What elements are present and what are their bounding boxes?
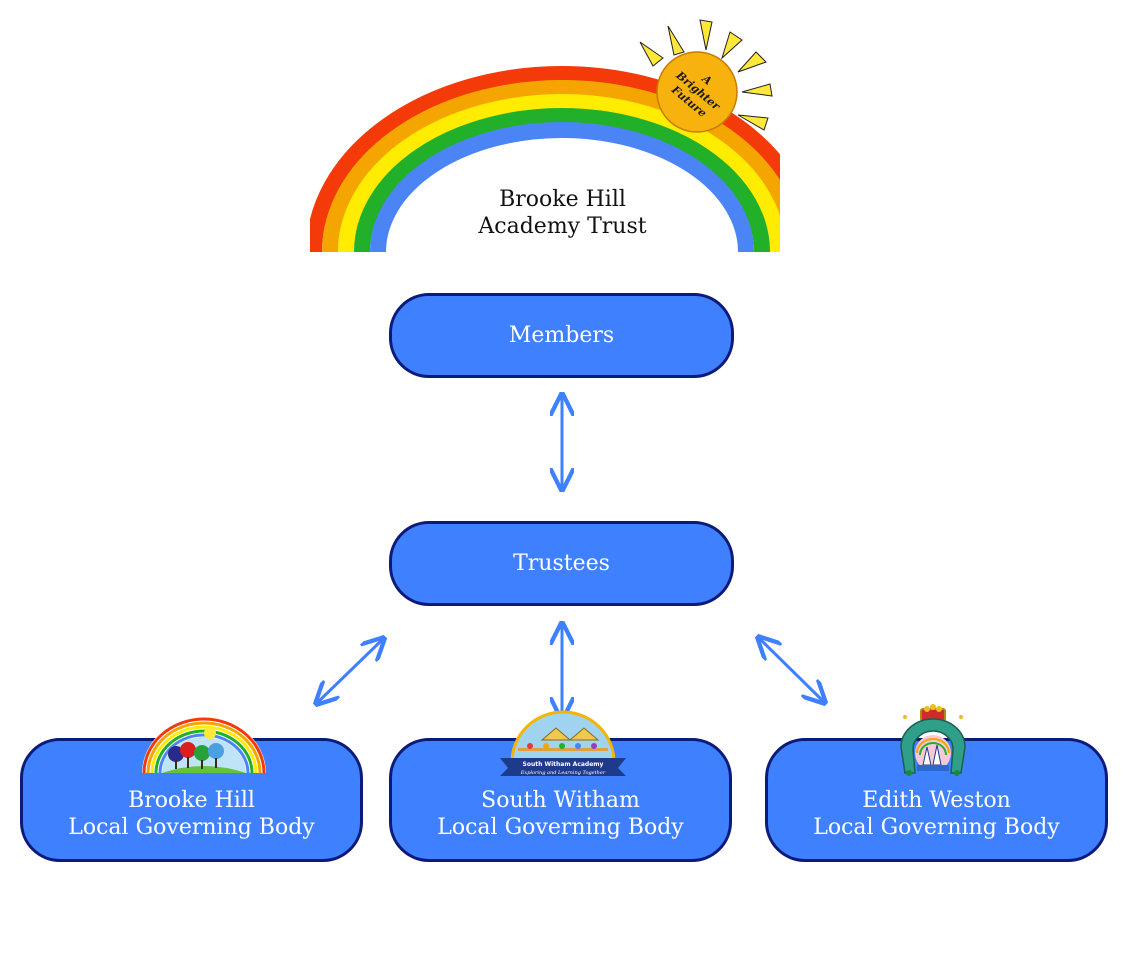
south-witham-lgb-school: South Witham [481, 788, 640, 813]
edith-weston-lgb-body: Local Governing Body [813, 815, 1060, 840]
trustees-edith-weston-double-headed-arrow-icon [760, 639, 823, 701]
rainbow-icon [310, 66, 780, 253]
brooke-hill-lgb-body: Local Governing Body [68, 815, 315, 840]
members-node: Members [389, 293, 734, 378]
trust-title-line-1: Brooke Hill [499, 187, 626, 212]
trust-title-line-2: Academy Trust [478, 214, 647, 239]
south-witham-logo-motto: Exploring and Learning Together [520, 770, 606, 776]
south-witham-lgb-body: Local Governing Body [437, 815, 684, 840]
members-label: Members [508, 323, 615, 348]
edith-weston-lgb-school: Edith Weston [862, 788, 1011, 813]
trustees-brooke-hill-double-headed-arrow-icon [318, 640, 382, 702]
brooke-hill-lgb-school: Brooke Hill [128, 788, 255, 813]
trustees-node: Trustees [389, 521, 734, 606]
trust-logo: A Brighter Future [310, 19, 780, 253]
trustees-label: Trustees [513, 551, 610, 576]
south-witham-logo-banner: South Witham Academy [523, 761, 604, 768]
trust-title: Brooke Hill Academy Trust [410, 186, 715, 240]
south-witham-logo: South Witham Academy Exploring and Learn… [500, 710, 626, 776]
brooke-hill-logo [142, 717, 266, 774]
sun-icon: A Brighter Future [639, 19, 773, 133]
edith-weston-logo [900, 704, 966, 776]
